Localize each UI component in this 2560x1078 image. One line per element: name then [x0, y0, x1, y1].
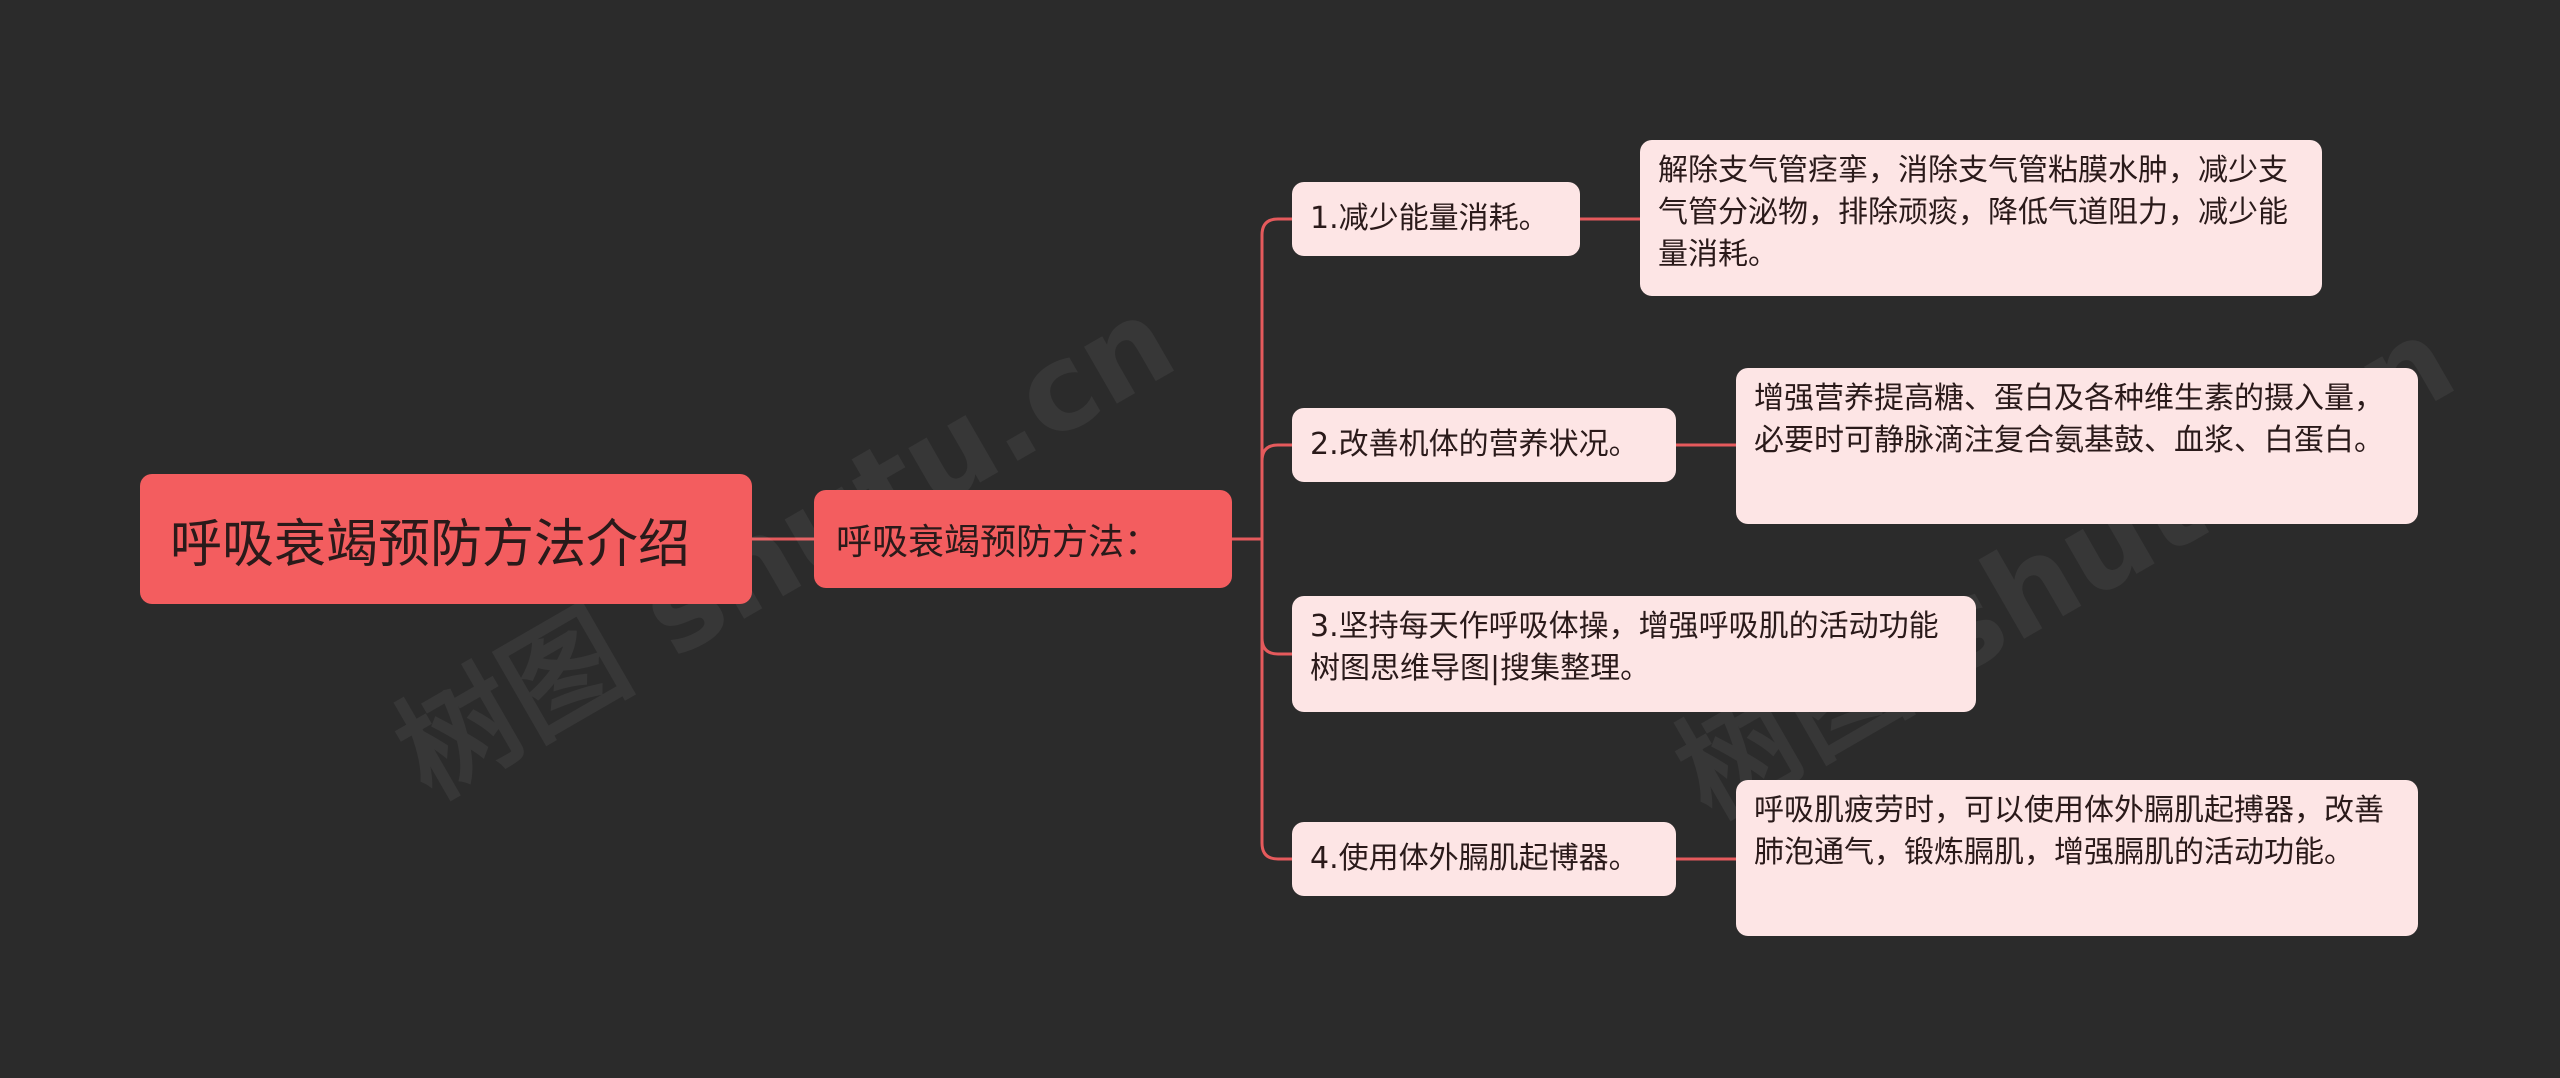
detail-text: 增强营养提高糖、蛋白及各种维生素的摄入量，必要时可静脉滴注复合氨基鼓、血浆、白蛋… — [1754, 381, 2384, 458]
detail-text: 解除支气管痉挛，消除支气管粘膜水肿，减少支气管分泌物，排除顽痰，降低气道阻力，减… — [1658, 153, 2288, 272]
detail-node-1[interactable]: 解除支气管痉挛，消除支气管粘膜水肿，减少支气管分泌物，排除顽痰，降低气道阻力，减… — [1640, 140, 2322, 296]
root-topic-node[interactable]: 呼吸衰竭预防方法介绍 — [140, 474, 752, 604]
connector-to-b2 — [1260, 443, 1292, 462]
branch-label: 3.坚持每天作呼吸体操，增强呼吸肌的活动功能树图思维导图|搜集整理。 — [1310, 609, 1939, 686]
subtopic-label: 呼吸衰竭预防方法： — [836, 522, 1161, 563]
subtopic-node[interactable]: 呼吸衰竭预防方法： — [814, 490, 1232, 588]
connector-trunk — [1260, 217, 1279, 861]
branch-label: 2.改善机体的营养状况。 — [1310, 427, 1639, 462]
detail-node-2[interactable]: 增强营养提高糖、蛋白及各种维生素的摄入量，必要时可静脉滴注复合氨基鼓、血浆、白蛋… — [1736, 368, 2418, 524]
branch-label: 4.使用体外膈肌起博器。 — [1310, 841, 1639, 876]
branch-node-1[interactable]: 1.减少能量消耗。 — [1292, 182, 1580, 256]
branch-node-2[interactable]: 2.改善机体的营养状况。 — [1292, 408, 1676, 482]
branch-label: 1.减少能量消耗。 — [1310, 201, 1549, 236]
connector-to-b3 — [1260, 637, 1292, 656]
detail-text: 呼吸肌疲劳时，可以使用体外膈肌起搏器，改善肺泡通气，锻炼膈肌，增强膈肌的活动功能… — [1754, 793, 2384, 870]
detail-node-4[interactable]: 呼吸肌疲劳时，可以使用体外膈肌起搏器，改善肺泡通气，锻炼膈肌，增强膈肌的活动功能… — [1736, 780, 2418, 936]
branch-node-3[interactable]: 3.坚持每天作呼吸体操，增强呼吸肌的活动功能树图思维导图|搜集整理。 — [1292, 596, 1976, 712]
root-topic-label: 呼吸衰竭预防方法介绍 — [170, 514, 691, 575]
branch-node-4[interactable]: 4.使用体外膈肌起博器。 — [1292, 822, 1676, 896]
